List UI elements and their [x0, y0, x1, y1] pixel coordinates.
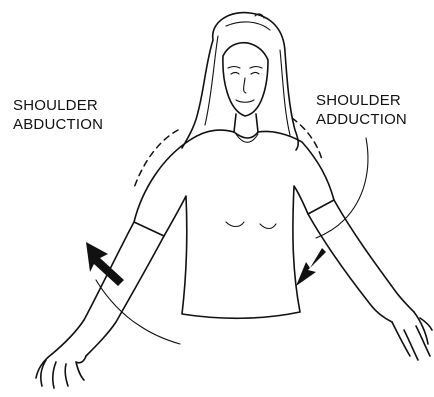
shoulder-abduction-label: SHOULDER ABDUCTION [13, 96, 103, 134]
label-left-line2: ABDUCTION [13, 115, 103, 134]
shoulder-adduction-label: SHOULDER ADDUCTION [316, 91, 407, 129]
label-left-line1: SHOULDER [13, 96, 103, 115]
label-right-line2: ADDUCTION [316, 110, 407, 129]
label-right-line1: SHOULDER [316, 91, 407, 110]
